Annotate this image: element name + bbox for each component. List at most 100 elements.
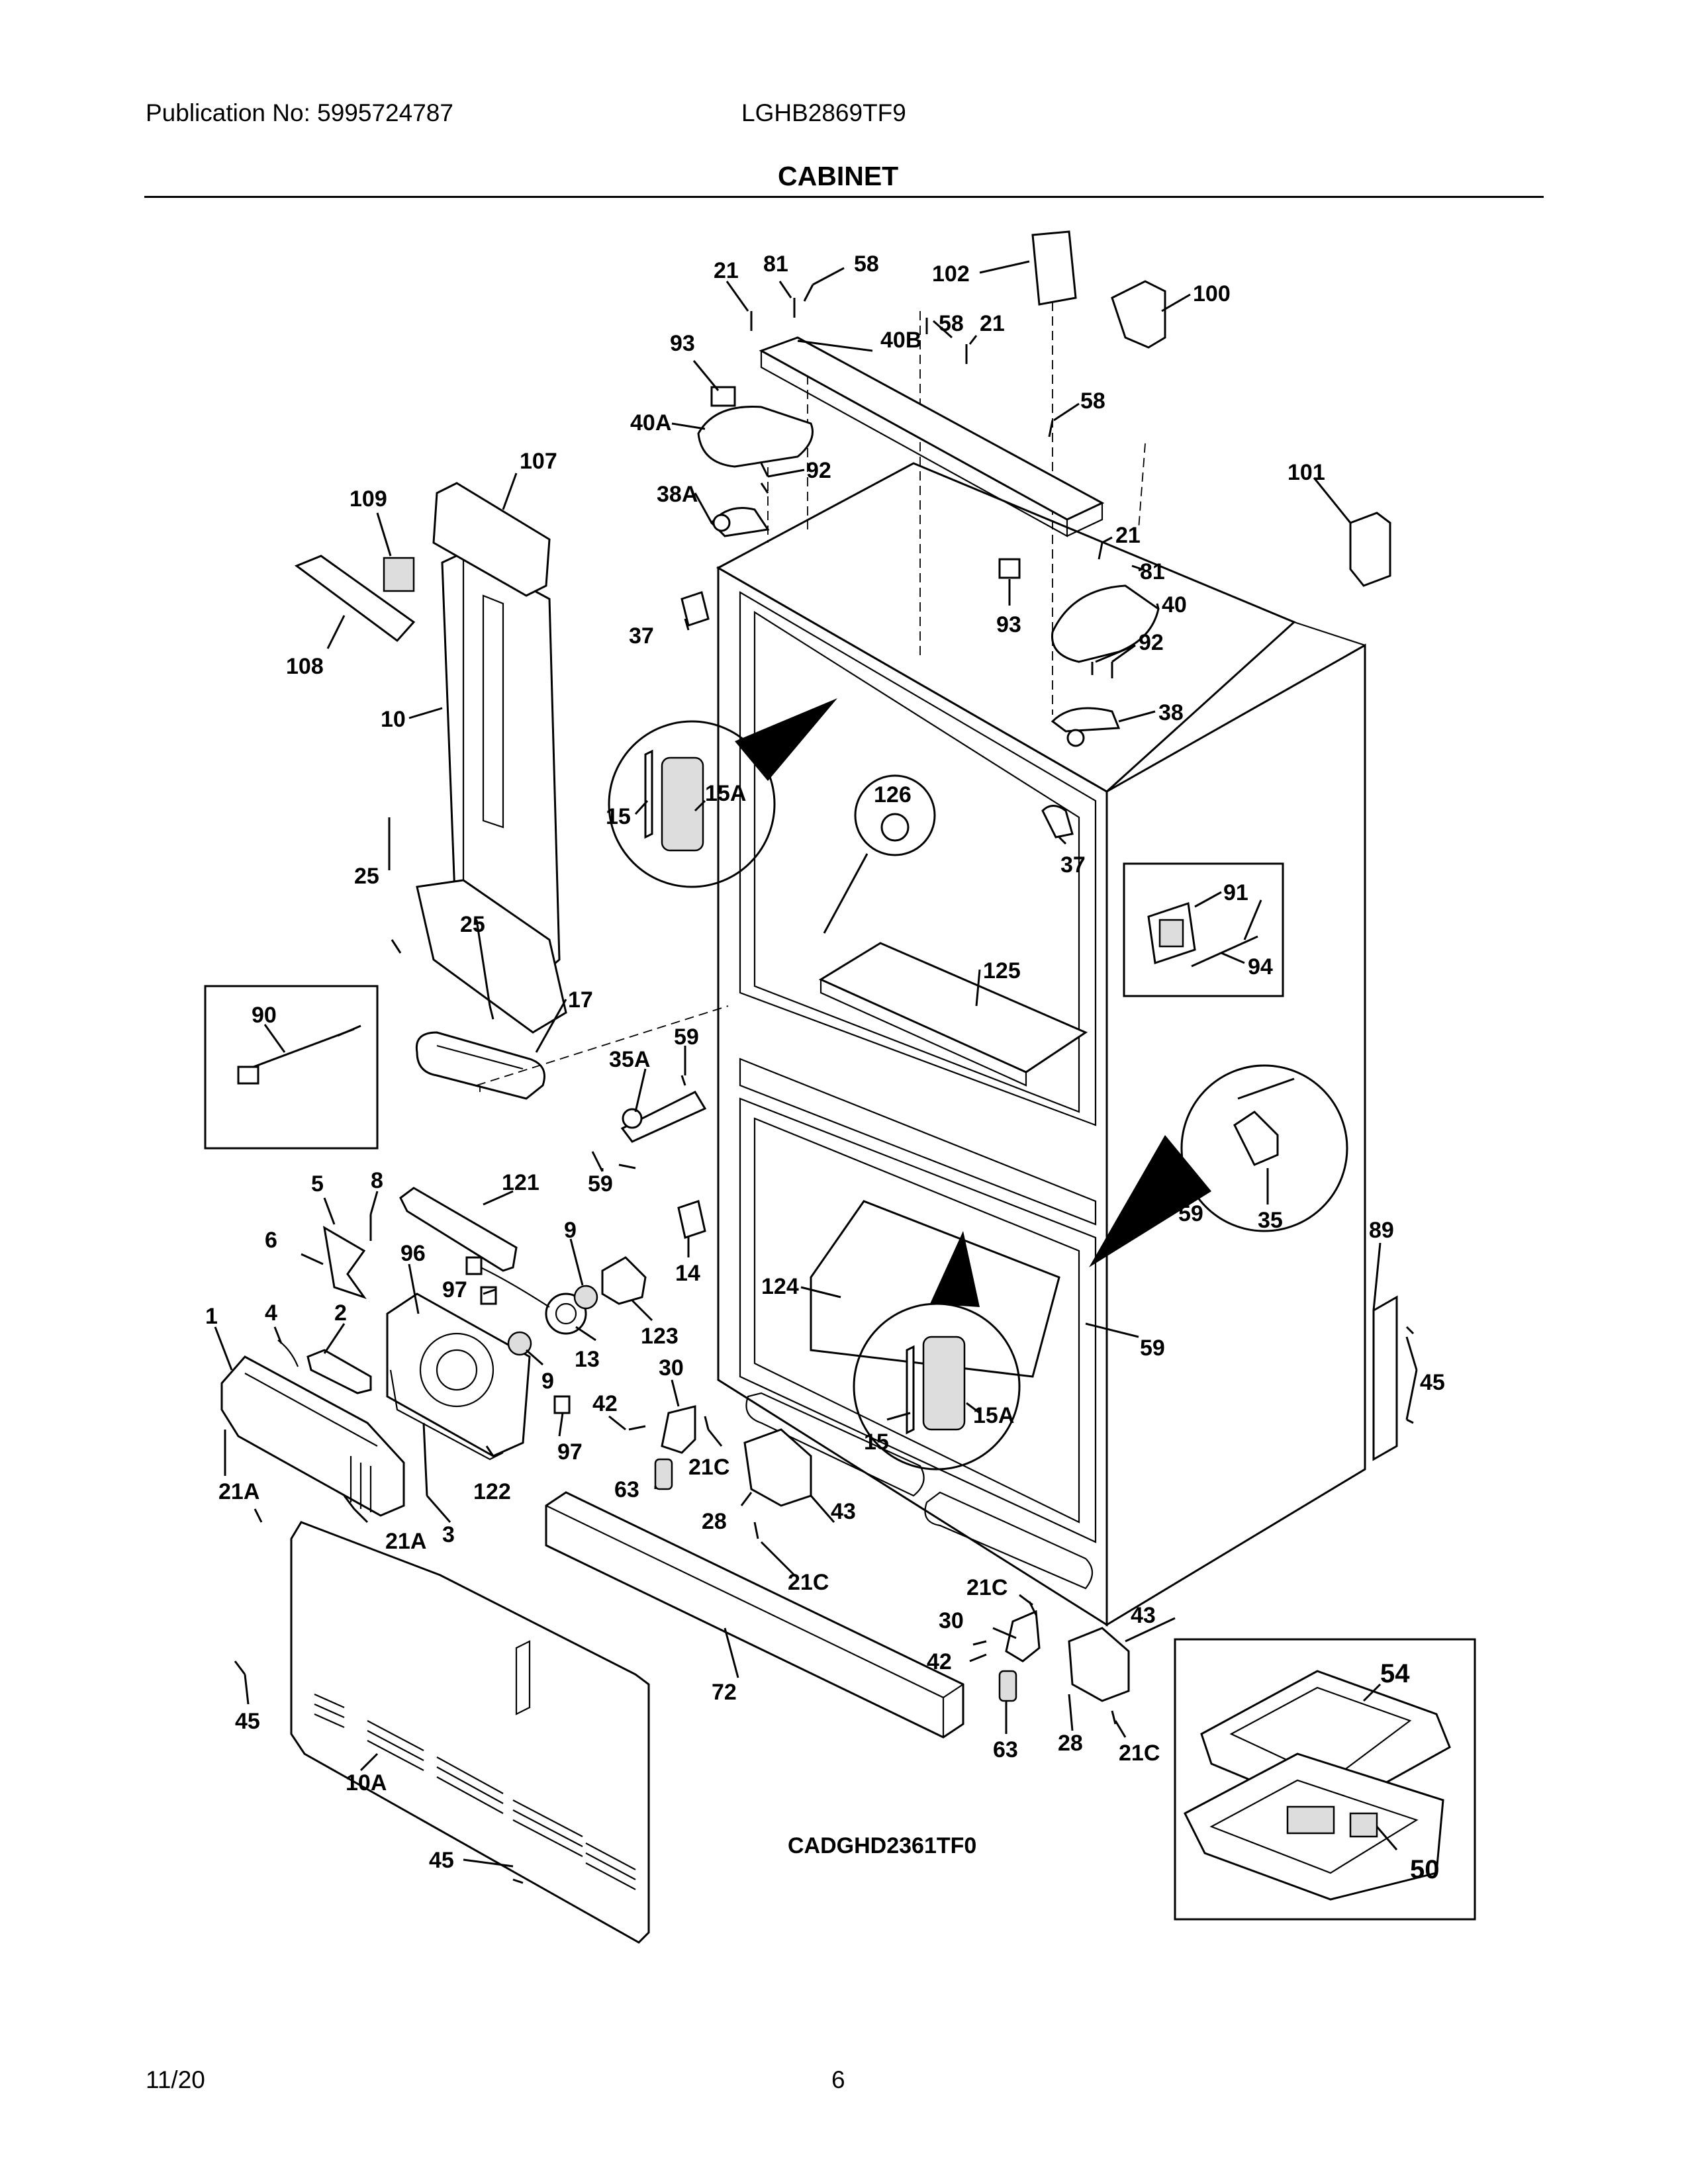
callout-25-b: 25: [460, 912, 485, 937]
callout-38a: 38A: [657, 482, 698, 507]
callout-97-b: 97: [557, 1439, 583, 1465]
callout-94: 94: [1248, 954, 1273, 979]
callout-15a-b: 15A: [973, 1403, 1014, 1428]
callout-1: 1: [205, 1304, 218, 1329]
callout-72: 72: [712, 1680, 737, 1705]
callout-40: 40: [1162, 592, 1187, 617]
callout-15-b: 15: [864, 1430, 889, 1455]
callout-92-b: 92: [1139, 630, 1164, 655]
callout-126: 126: [874, 782, 912, 807]
kick-plate-72: [545, 1491, 964, 1739]
callout-43-b: 43: [1131, 1603, 1156, 1628]
callout-21a: 21A: [218, 1479, 259, 1504]
magnifier-15-lower: [853, 1231, 1021, 1471]
callout-58: 58: [854, 251, 879, 277]
bottom-hinge-left: [628, 1405, 812, 1539]
callout-30: 30: [659, 1355, 684, 1381]
inset-box-90: [204, 985, 379, 1150]
callout-93: 93: [670, 331, 695, 356]
sensor-bracket-35a: [591, 1075, 707, 1172]
callout-107: 107: [520, 449, 557, 474]
callout-35a: 35A: [609, 1047, 650, 1072]
callout-8: 8: [371, 1168, 383, 1193]
callout-6: 6: [265, 1228, 277, 1253]
footer-page-number: 6: [831, 2066, 845, 2093]
callout-97: 97: [442, 1277, 467, 1302]
callout-37: 37: [629, 623, 654, 649]
callout-21-b: 21: [980, 311, 1005, 336]
callout-109: 109: [350, 486, 387, 512]
callout-15: 15: [606, 804, 631, 829]
callout-100: 100: [1193, 281, 1231, 306]
callout-45-c: 45: [429, 1848, 454, 1873]
magnifier-126: [823, 774, 936, 934]
callout-37-b: 37: [1060, 852, 1086, 878]
callout-14: 14: [675, 1261, 700, 1286]
callout-25: 25: [354, 864, 379, 889]
leader-lines: [214, 260, 1418, 1868]
inset-box-54-50: [1174, 1638, 1476, 1921]
sub-assembly-code: CADGHD2361TF0: [788, 1833, 976, 1858]
duct-assembly: [294, 482, 729, 1100]
callout-91: 91: [1223, 880, 1248, 905]
callout-59-c: 59: [1178, 1201, 1203, 1226]
callout-63: 63: [614, 1477, 639, 1502]
callout-21c-c: 21C: [966, 1575, 1008, 1600]
callout-54: 54: [1380, 1659, 1410, 1688]
callout-58-b: 58: [939, 311, 964, 336]
top-hinge-assembly: [680, 230, 1391, 839]
callout-30-b: 30: [939, 1608, 964, 1633]
callout-2: 2: [334, 1300, 347, 1326]
callout-21c-b: 21C: [788, 1570, 829, 1595]
callout-42: 42: [592, 1391, 618, 1416]
callout-4: 4: [265, 1300, 277, 1326]
callout-45: 45: [1420, 1370, 1445, 1395]
callout-93-b: 93: [996, 612, 1021, 637]
callout-122: 122: [473, 1479, 511, 1504]
callout-81: 81: [763, 251, 788, 277]
callout-81-b: 81: [1140, 559, 1165, 584]
callout-21: 21: [714, 258, 739, 283]
callout-96: 96: [400, 1241, 426, 1266]
callout-3: 3: [442, 1522, 455, 1547]
callout-123: 123: [641, 1324, 679, 1349]
callout-21c-d: 21C: [1119, 1741, 1160, 1766]
callout-10a: 10A: [346, 1770, 387, 1796]
callout-38: 38: [1158, 700, 1184, 725]
callout-21-c: 21: [1115, 523, 1141, 548]
callout-121: 121: [502, 1170, 539, 1195]
callout-9: 9: [564, 1218, 577, 1243]
callout-45-b: 45: [235, 1709, 260, 1734]
callout-17: 17: [568, 987, 593, 1013]
callout-21c: 21C: [688, 1455, 729, 1480]
evaporator-cover: [220, 1340, 428, 1523]
callout-58-c: 58: [1080, 388, 1105, 414]
callout-124: 124: [761, 1274, 799, 1299]
callout-40a: 40A: [630, 410, 671, 435]
callout-13: 13: [575, 1347, 600, 1372]
fan-motor-assembly: [301, 1187, 706, 1461]
footer-date: 11/20: [146, 2066, 205, 2093]
publication-number: Publication No: 5995724787: [146, 99, 453, 126]
callout-28-b: 28: [1058, 1731, 1083, 1756]
callout-35: 35: [1258, 1208, 1283, 1233]
callout-90: 90: [252, 1003, 277, 1028]
side-panel-89: [1372, 1295, 1415, 1461]
callout-63-b: 63: [993, 1737, 1018, 1762]
callout-21a-b: 21A: [385, 1529, 426, 1554]
callout-9-b: 9: [541, 1369, 554, 1394]
callout-108: 108: [286, 654, 324, 679]
rear-panel-10a: [234, 1521, 650, 1944]
callout-42-b: 42: [927, 1649, 952, 1674]
callout-28: 28: [702, 1509, 727, 1534]
bottom-hinge-right: [972, 1601, 1130, 1725]
header-rule: [144, 196, 1544, 198]
callout-59-d: 59: [1140, 1336, 1165, 1361]
callout-40b: 40B: [880, 328, 921, 353]
callout-59: 59: [674, 1024, 699, 1050]
callout-92: 92: [806, 458, 831, 483]
model-number: LGHB2869TF9: [741, 99, 906, 126]
callout-10: 10: [381, 707, 406, 732]
callout-5: 5: [311, 1171, 324, 1197]
